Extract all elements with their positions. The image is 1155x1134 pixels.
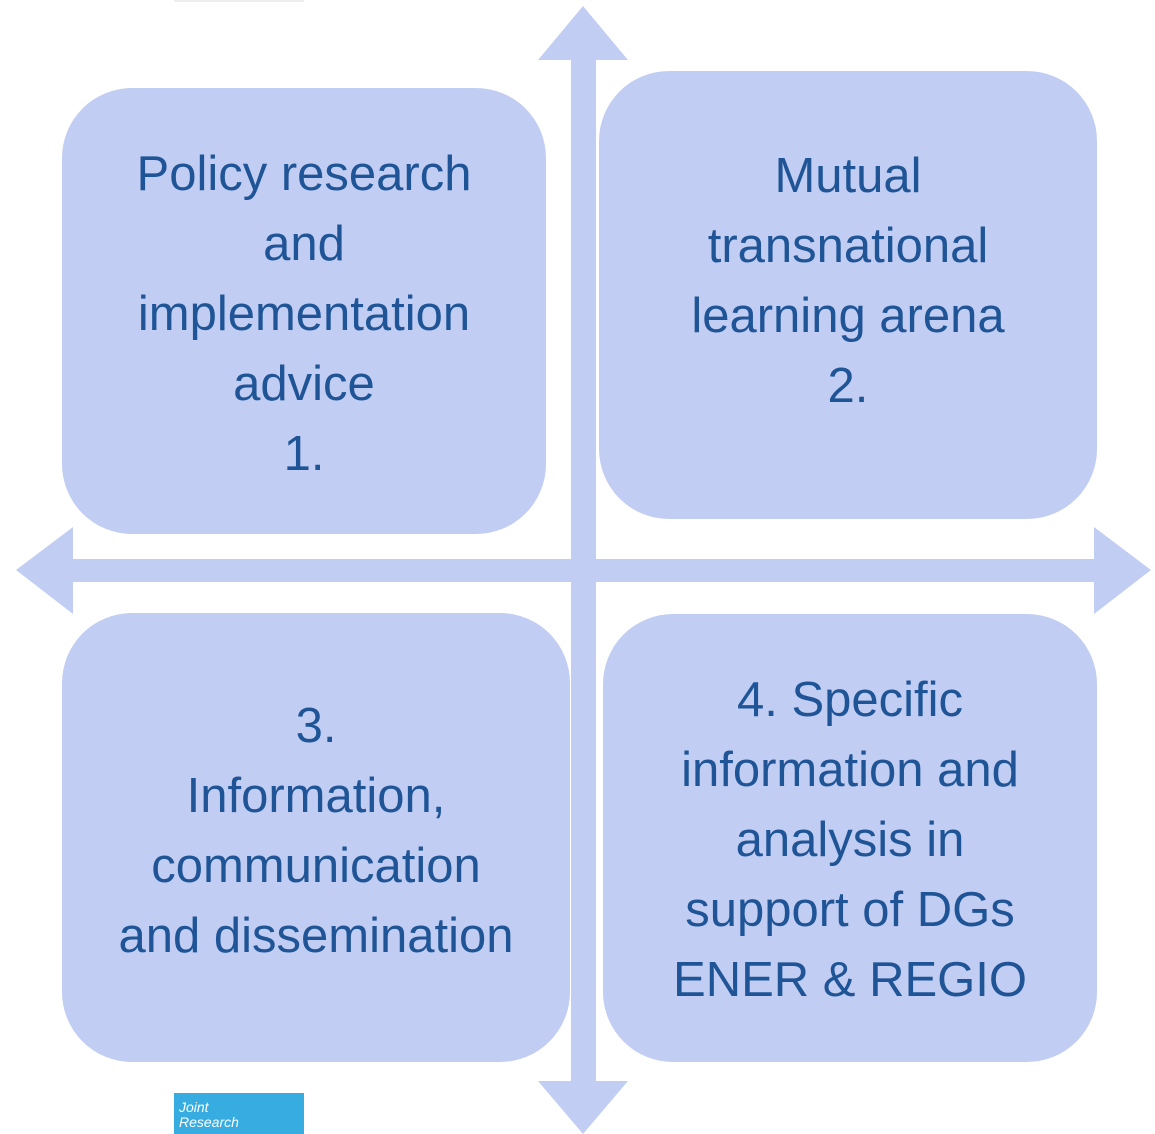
quadrant-policy-research: Policy research and implementation advic… <box>62 88 546 534</box>
quadrant-specific-information: 4. Specific information and analysis in … <box>603 614 1097 1062</box>
quadrant-label: Mutual transnational learning arena 2. <box>691 149 1005 413</box>
logo-line-2: Research <box>179 1114 239 1130</box>
quadrant-label: 4. Specific information and analysis in … <box>673 673 1027 1007</box>
horizontal-axis-arrow <box>16 527 1151 614</box>
logo-line-1: Joint <box>179 1099 209 1115</box>
top-edge-strip <box>174 0 304 2</box>
quadrant-label: Policy research and implementation advic… <box>136 147 472 481</box>
quadrant-mutual-learning: Mutual transnational learning arena 2. <box>599 71 1097 519</box>
quadrant-label: 3. Information, communication and dissem… <box>118 698 514 963</box>
jrc-logo: Joint Research <box>174 1093 304 1134</box>
quadrant-information-communication: 3. Information, communication and dissem… <box>62 613 570 1062</box>
